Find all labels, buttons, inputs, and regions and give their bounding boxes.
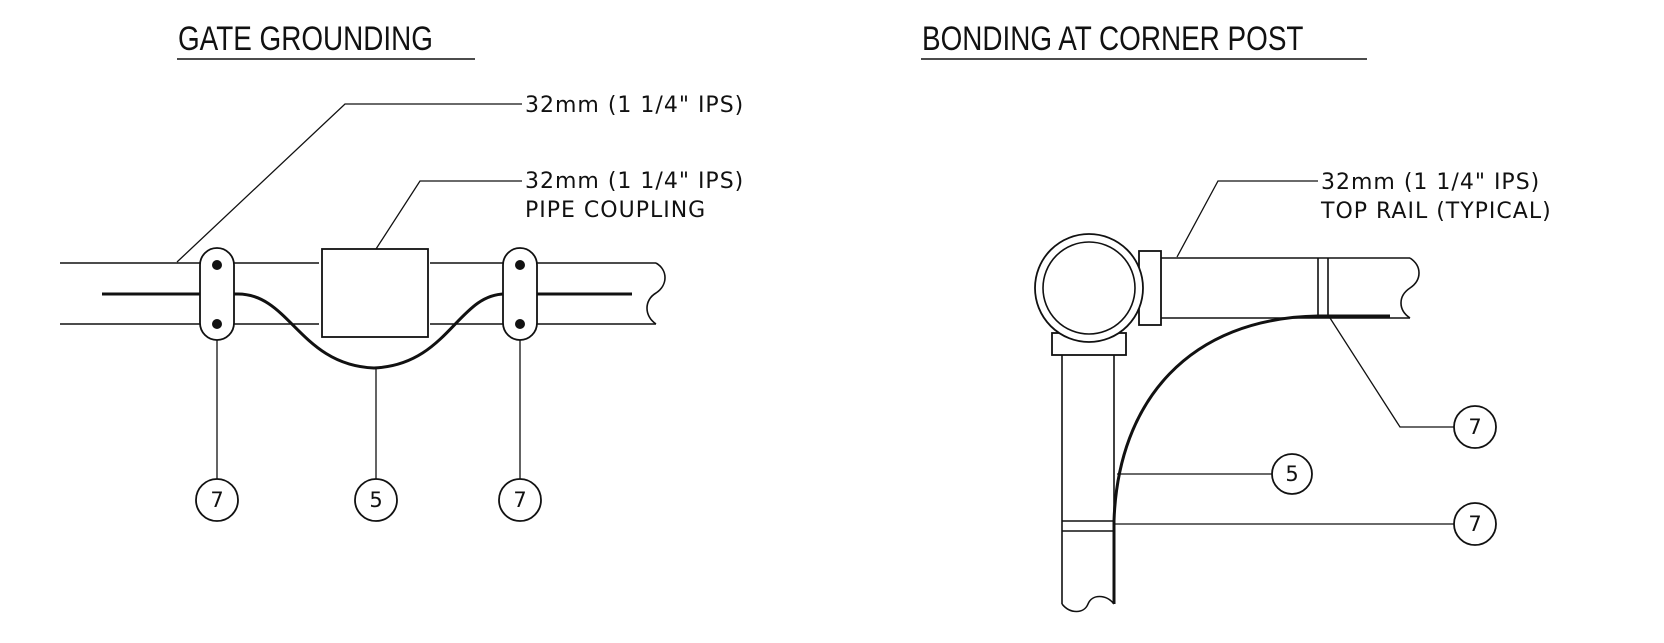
corner-post-detail: BONDING AT CORNER POST xyxy=(921,19,1552,613)
detail-tag-5-post: 5 xyxy=(1271,453,1313,495)
leader-top-rail xyxy=(1176,180,1318,258)
bonding-jumper-wire-arc xyxy=(1112,314,1390,604)
corner-fitting xyxy=(1034,233,1144,343)
bonding-clamp-right xyxy=(502,247,538,341)
gate-grounding-detail: GATE GROUNDING xyxy=(60,19,744,522)
pipe-break-end xyxy=(646,262,666,325)
rail-name-callout: TOP RAIL (TYPICAL) xyxy=(1320,199,1552,224)
detail-tag-7-right: 7 xyxy=(498,478,542,522)
svg-text:5: 5 xyxy=(1285,462,1298,486)
leader-coupling xyxy=(375,180,522,250)
svg-text:7: 7 xyxy=(513,488,526,512)
detail-tag-7-left: 7 xyxy=(195,478,239,522)
leader-tag-7-upper xyxy=(1329,317,1455,428)
rail-break-end xyxy=(1400,257,1420,319)
coupling-name-callout: PIPE COUPLING xyxy=(525,198,706,223)
bonding-clamp-left xyxy=(199,247,235,341)
pipe-coupling xyxy=(321,248,429,338)
gate-pipe xyxy=(60,262,666,325)
detail-tag-7-lower: 7 xyxy=(1453,502,1497,546)
post-break-end xyxy=(1061,595,1115,613)
svg-text:7: 7 xyxy=(1468,415,1481,439)
detail-tag-7-upper: 7 xyxy=(1453,405,1497,449)
coupling-size-callout: 32mm (1 1/4" IPS) xyxy=(525,169,744,194)
leader-pipe xyxy=(176,103,522,263)
gate-grounding-title: GATE GROUNDING xyxy=(178,19,433,57)
svg-text:5: 5 xyxy=(369,488,382,512)
bonding-jumper-wire xyxy=(102,292,632,370)
corner-post-title: BONDING AT CORNER POST xyxy=(922,19,1303,57)
pipe-size-callout: 32mm (1 1/4" IPS) xyxy=(525,93,744,118)
detail-tag-5: 5 xyxy=(354,478,398,522)
svg-text:7: 7 xyxy=(1468,512,1481,536)
svg-text:7: 7 xyxy=(210,488,223,512)
rail-size-callout: 32mm (1 1/4" IPS) xyxy=(1321,170,1540,195)
top-rail xyxy=(1138,250,1420,326)
